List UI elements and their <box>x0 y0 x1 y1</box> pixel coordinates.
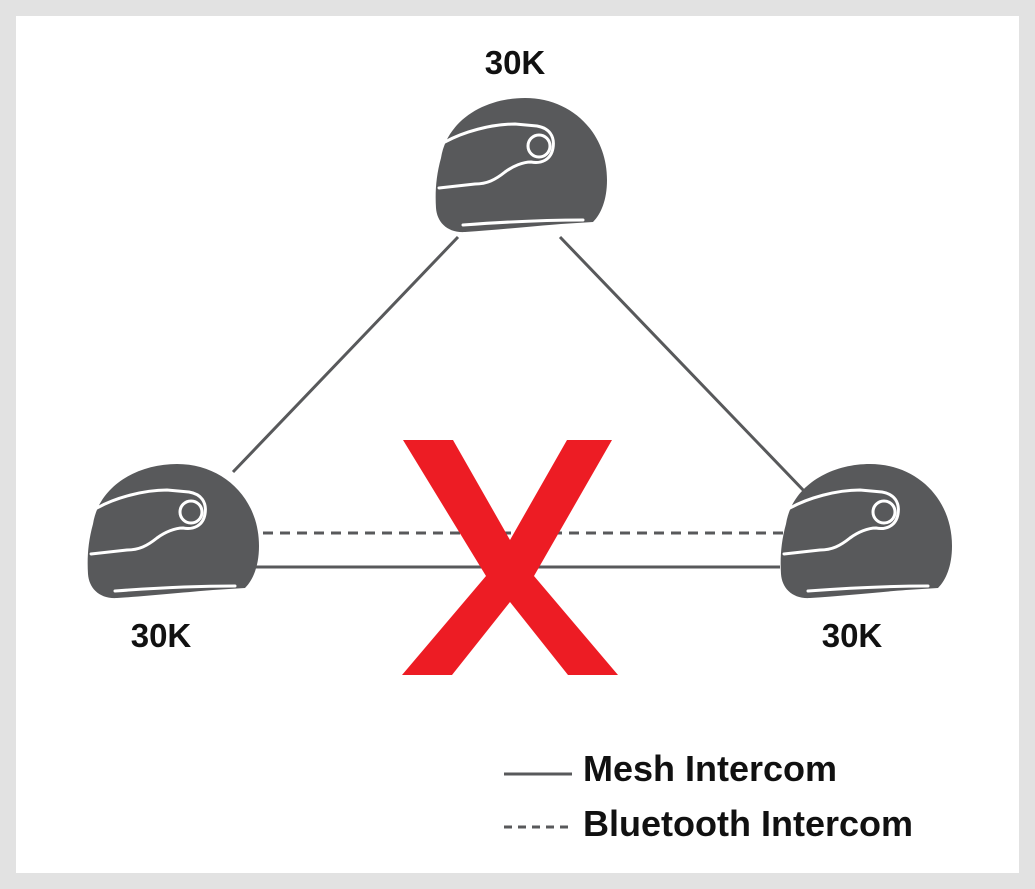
helmet-icon-right <box>779 462 954 600</box>
node-label-top: 30K <box>485 44 546 81</box>
helmet-icon-top <box>434 96 609 234</box>
legend-mesh-label: Mesh Intercom <box>583 748 837 789</box>
legend: Mesh Intercom Bluetooth Intercom <box>504 748 913 844</box>
mesh-link-top-right <box>558 235 808 495</box>
node-label-right: 30K <box>822 617 883 654</box>
helmet-icon-left <box>86 462 261 600</box>
network-diagram: 30K 30K 30K Mesh Intercom Bluetooth Inte… <box>86 44 954 844</box>
legend-bluetooth-label: Bluetooth Intercom <box>583 803 913 844</box>
blocked-x-icon <box>402 440 618 675</box>
mesh-link-top-left <box>231 235 460 474</box>
node-label-left: 30K <box>131 617 192 654</box>
diagram-canvas: 30K 30K 30K Mesh Intercom Bluetooth Inte… <box>16 16 1019 873</box>
